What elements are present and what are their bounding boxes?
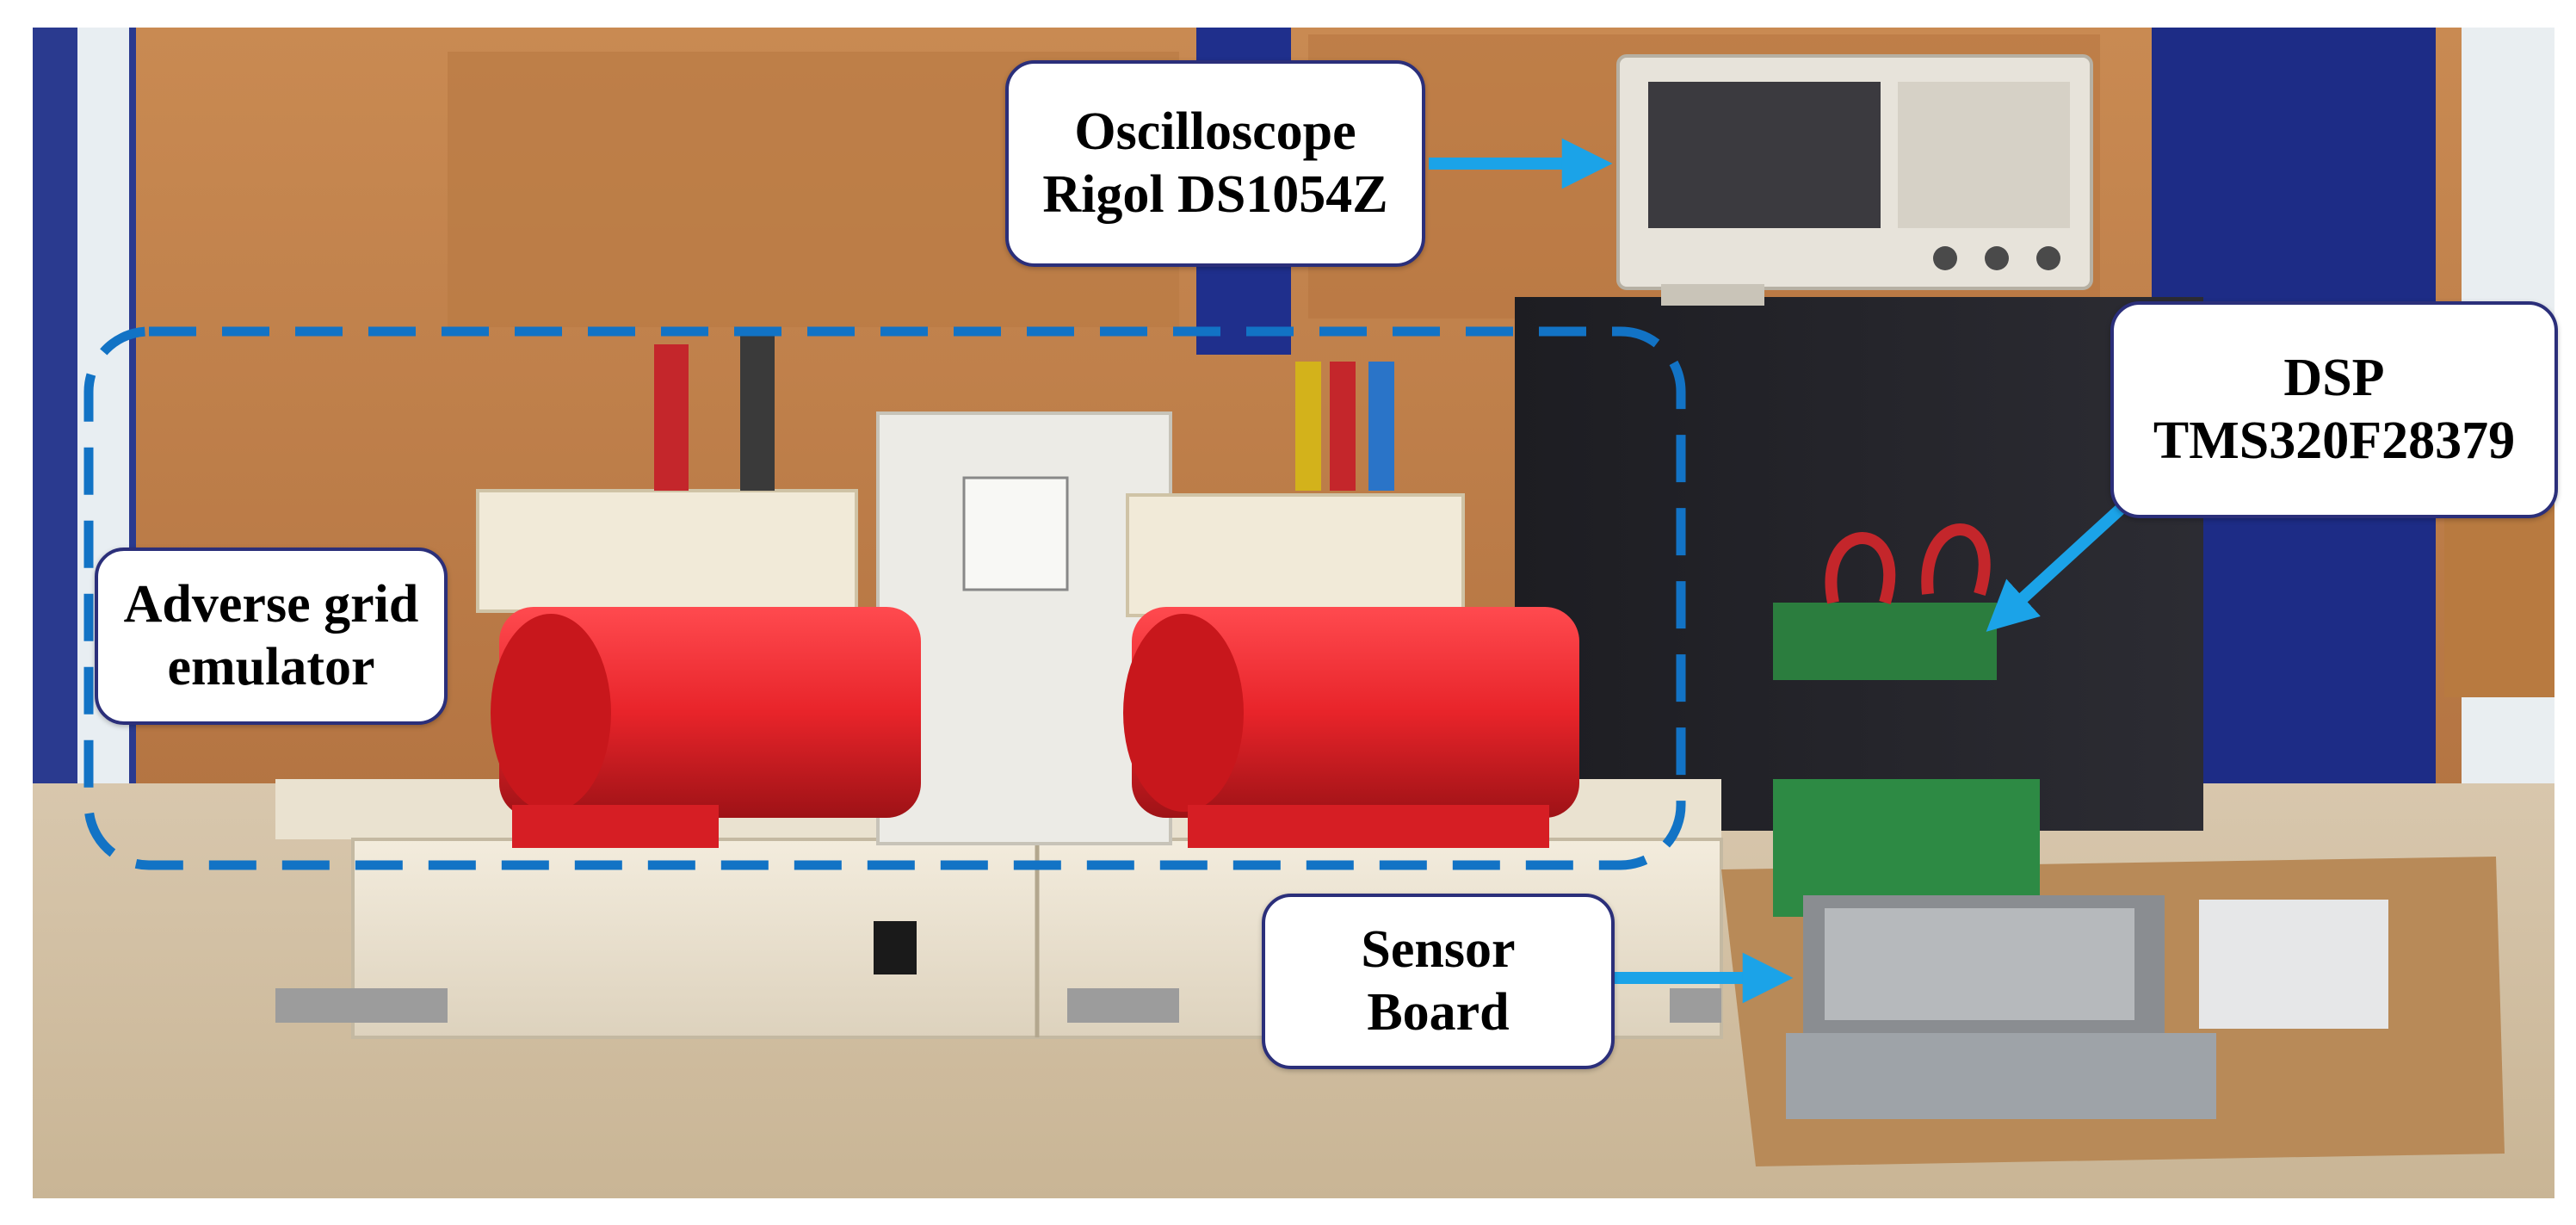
emulator-label-line1: Adverse grid	[123, 574, 419, 634]
emulator-callout: Adverse grid emulator	[95, 548, 448, 725]
sensor-label-line1: Sensor	[1361, 919, 1516, 979]
sensor-board-callout: Sensor Board	[1262, 894, 1615, 1069]
dsp-arrow	[1986, 503, 2126, 632]
left-motor	[476, 336, 921, 848]
oscilloscope-callout: Oscilloscope Rigol DS1054Z	[1005, 60, 1425, 267]
oscilloscope-label-line2: Rigol DS1054Z	[1042, 165, 1388, 224]
emulator-label-line2: emulator	[167, 638, 375, 696]
right-motor	[1123, 362, 1579, 848]
sensor-and-dsp-board	[1721, 523, 2505, 1166]
dsp-label-line1: DSP	[2283, 348, 2385, 407]
dsp-label-line2: TMS320F28379	[2153, 411, 2516, 470]
oscilloscope-device	[1616, 54, 2093, 306]
oscilloscope-label-line1: Oscilloscope	[1074, 102, 1356, 161]
dsp-callout: DSP TMS320F28379	[2110, 301, 2558, 518]
emulator-dashed-outline	[83, 326, 1686, 870]
black-cabinet	[1515, 297, 2203, 831]
sensor-label-line2: Board	[1367, 983, 1510, 1042]
